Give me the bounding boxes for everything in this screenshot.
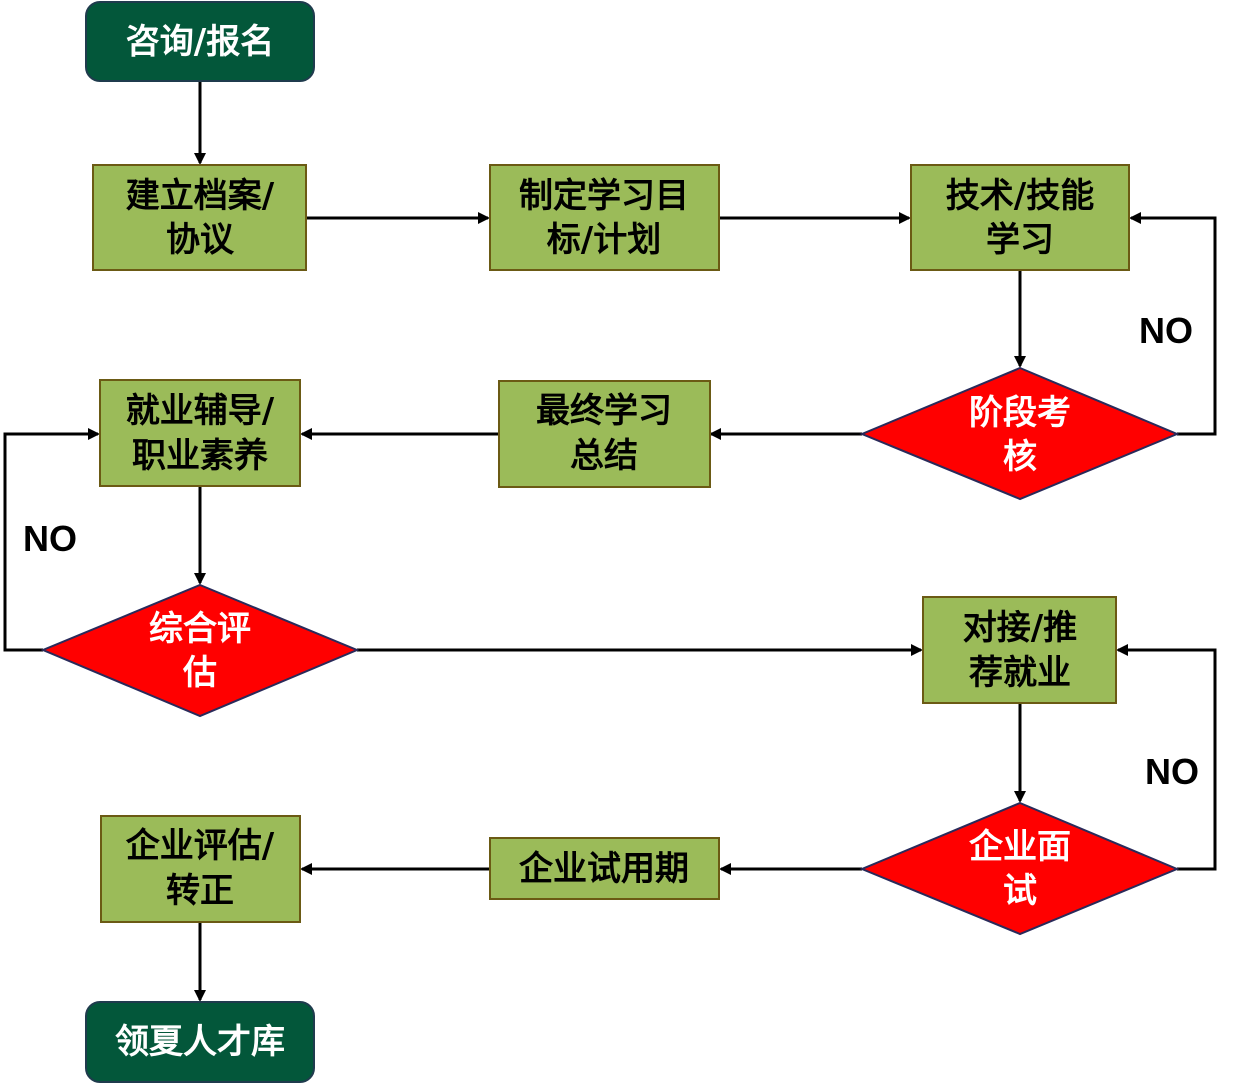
node-stage-exam-line-1: 阶段考: [969, 393, 1071, 433]
node-stage-exam-line-2: 核: [1003, 437, 1037, 477]
node-confirm-line-2: 转正: [166, 871, 234, 911]
node-talent-pool-line-1: 领夏人才库: [115, 1022, 285, 1062]
node-overall-eval-line-1: 综合评: [149, 609, 251, 649]
node-interview-line-1: 企业面: [969, 827, 1071, 867]
node-profile-line-2: 协议: [166, 220, 235, 260]
node-final-summary[interactable]: 最终学习 总结: [498, 380, 711, 488]
node-probation-line-1: 企业试用期: [519, 849, 689, 889]
node-profile[interactable]: 建立档案/ 协议: [92, 164, 307, 271]
node-skills-line-1: 技术/技能: [946, 176, 1094, 216]
node-referral-line-2: 荐就业: [969, 653, 1071, 693]
node-final-summary-line-2: 总结: [570, 436, 638, 476]
node-consult[interactable]: 咨询/报名: [85, 1, 315, 82]
node-consult-line-1: 咨询/报名: [126, 22, 274, 62]
node-overall-eval[interactable]: 综合评 估: [40, 583, 360, 718]
node-confirm-line-1: 企业评估/: [126, 826, 275, 866]
node-final-summary-line-1: 最终学习: [536, 391, 672, 431]
node-plan-line-2: 标/计划: [547, 220, 661, 260]
edge-overall-eval-no-to-career: [3, 428, 100, 652]
edge-interview-no-to-referral: [1116, 644, 1217, 871]
node-plan[interactable]: 制定学习目 标/计划: [489, 164, 720, 271]
node-career[interactable]: 就业辅导/ 职业素养: [99, 379, 301, 487]
node-confirm[interactable]: 企业评估/ 转正: [100, 815, 301, 923]
no-label-interview: NO: [1145, 751, 1199, 792]
node-probation[interactable]: 企业试用期: [489, 837, 720, 900]
no-label-overall-eval: NO: [23, 518, 77, 559]
node-profile-line-1: 建立档案/: [126, 176, 275, 216]
node-talent-pool[interactable]: 领夏人才库: [85, 1001, 315, 1083]
no-label-stage-exam: NO: [1139, 310, 1193, 351]
node-skills-line-2: 学习: [986, 220, 1054, 260]
node-overall-eval-line-2: 估: [182, 653, 217, 693]
node-interview[interactable]: 企业面 试: [859, 801, 1180, 936]
edge-stage-exam-no-to-skills: [1129, 212, 1217, 436]
node-referral-line-1: 对接/推: [963, 608, 1077, 648]
node-interview-line-2: 试: [1003, 871, 1037, 911]
node-career-line-2: 职业素养: [132, 436, 268, 476]
node-plan-line-1: 制定学习目: [519, 176, 689, 216]
node-skills[interactable]: 技术/技能 学习: [910, 164, 1130, 271]
node-referral[interactable]: 对接/推 荐就业: [922, 596, 1117, 704]
node-stage-exam[interactable]: 阶段考 核: [859, 366, 1180, 501]
connectors: [3, 82, 1217, 1002]
node-career-line-1: 就业辅导/: [126, 391, 275, 431]
